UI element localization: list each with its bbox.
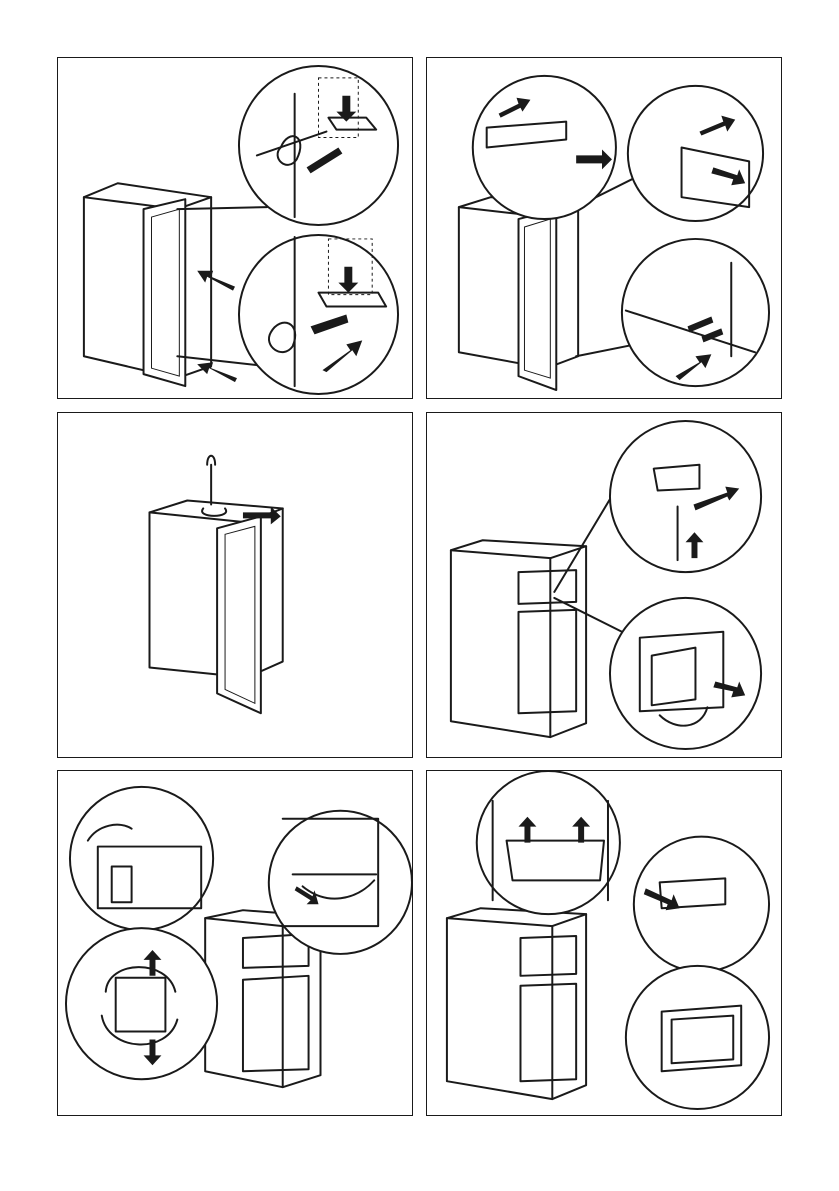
illustration-door-rotation bbox=[58, 771, 412, 1115]
panel-5-freezer-door-rotation bbox=[57, 770, 413, 1116]
panel-6-freezer-door-refit bbox=[426, 770, 782, 1116]
magnifier-cover-slide bbox=[628, 86, 763, 221]
illustration-hinge-cover bbox=[427, 58, 781, 398]
panel-2-hinge-cover-and-screws bbox=[426, 57, 782, 399]
magnifier-freezer-shelf bbox=[269, 811, 412, 954]
panel-4-freezer-door-removal bbox=[426, 412, 782, 758]
magnifier-screws bbox=[622, 239, 769, 386]
panel-3-top-hinge-screwdriver bbox=[57, 412, 413, 758]
illustration-hinge-removal bbox=[58, 58, 412, 398]
magnifier-bottom bbox=[239, 235, 398, 394]
illustration-freezer-door bbox=[427, 413, 781, 757]
magnifier-door-lift bbox=[477, 771, 620, 914]
magnifier-freezer-closed bbox=[626, 966, 769, 1109]
illustration-top-hinge bbox=[58, 413, 412, 757]
magnifier-door-turn bbox=[66, 928, 217, 1079]
panel-1-door-hinge-removal bbox=[57, 57, 413, 399]
magnifier-hinge-pin bbox=[610, 421, 761, 572]
illustration-door-refit bbox=[427, 771, 781, 1115]
magnifier-hinge-pin-refit bbox=[634, 837, 769, 972]
